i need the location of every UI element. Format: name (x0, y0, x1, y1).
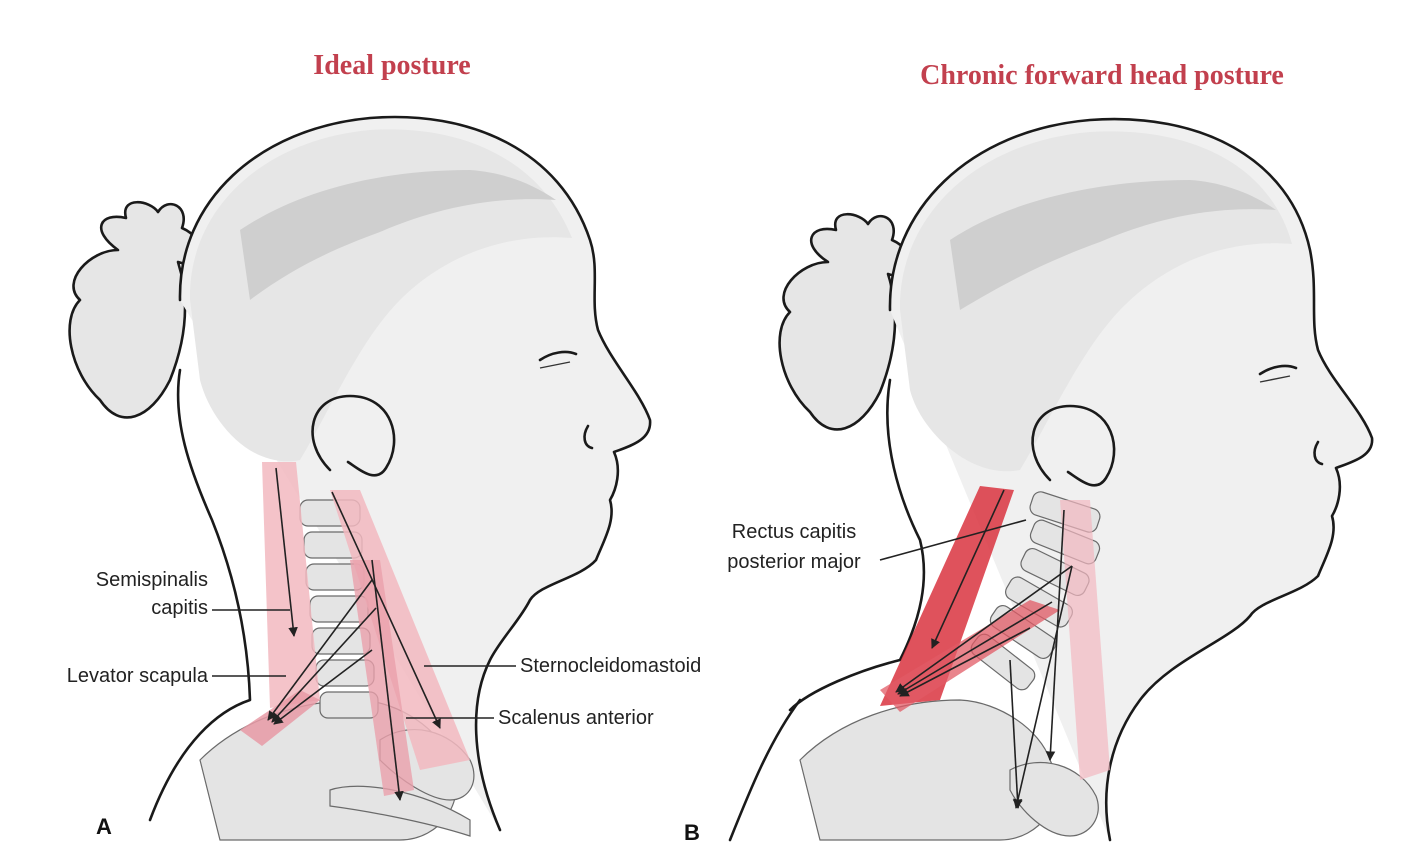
eye-a (538, 350, 578, 362)
leader-rectus (879, 519, 1027, 561)
semispinalis-muscle-a (262, 462, 320, 708)
hairband-b (950, 180, 1276, 310)
panel-b: Chronic forward head posture (684, 60, 1374, 845)
panel-a-title: Ideal posture (313, 50, 470, 81)
label-sternocleidomastoid: Sternocleidomastoid (520, 655, 701, 677)
label-rectus-2: posterior major (727, 551, 861, 573)
label-scalenus: Scalenus anterior (498, 707, 654, 729)
ear-a (311, 394, 396, 477)
panel-a: Ideal posture (67, 50, 701, 841)
panel-a-letter: A (96, 814, 112, 839)
hair-bun-b (778, 213, 911, 431)
eyelash-a (539, 361, 571, 369)
panel-b-letter: B (684, 820, 700, 845)
hair-bun (68, 201, 201, 419)
scm-muscle-b (1060, 500, 1110, 780)
shoulder-bones-b (799, 699, 1099, 841)
levator-muscle-b (880, 600, 1060, 712)
panel-b-title: Chronic forward head posture (920, 60, 1284, 91)
hairband-a (240, 170, 556, 300)
force-arrows-b (895, 489, 1073, 809)
nostril-a (583, 424, 594, 450)
force-arrows-a (267, 467, 441, 801)
eyelash-b (1259, 375, 1291, 383)
label-semispinalis-1: Semispinalis (96, 569, 208, 591)
label-semispinalis-2: capitis (151, 597, 208, 619)
shoulder-line-b (728, 698, 802, 842)
label-levator: Levator scapula (67, 665, 209, 687)
eye-b (1258, 364, 1298, 376)
label-rectus-1: Rectus capitis (732, 521, 857, 543)
ear-b (1031, 404, 1116, 487)
neck-back-b (788, 378, 926, 712)
nostril-b (1313, 440, 1324, 466)
